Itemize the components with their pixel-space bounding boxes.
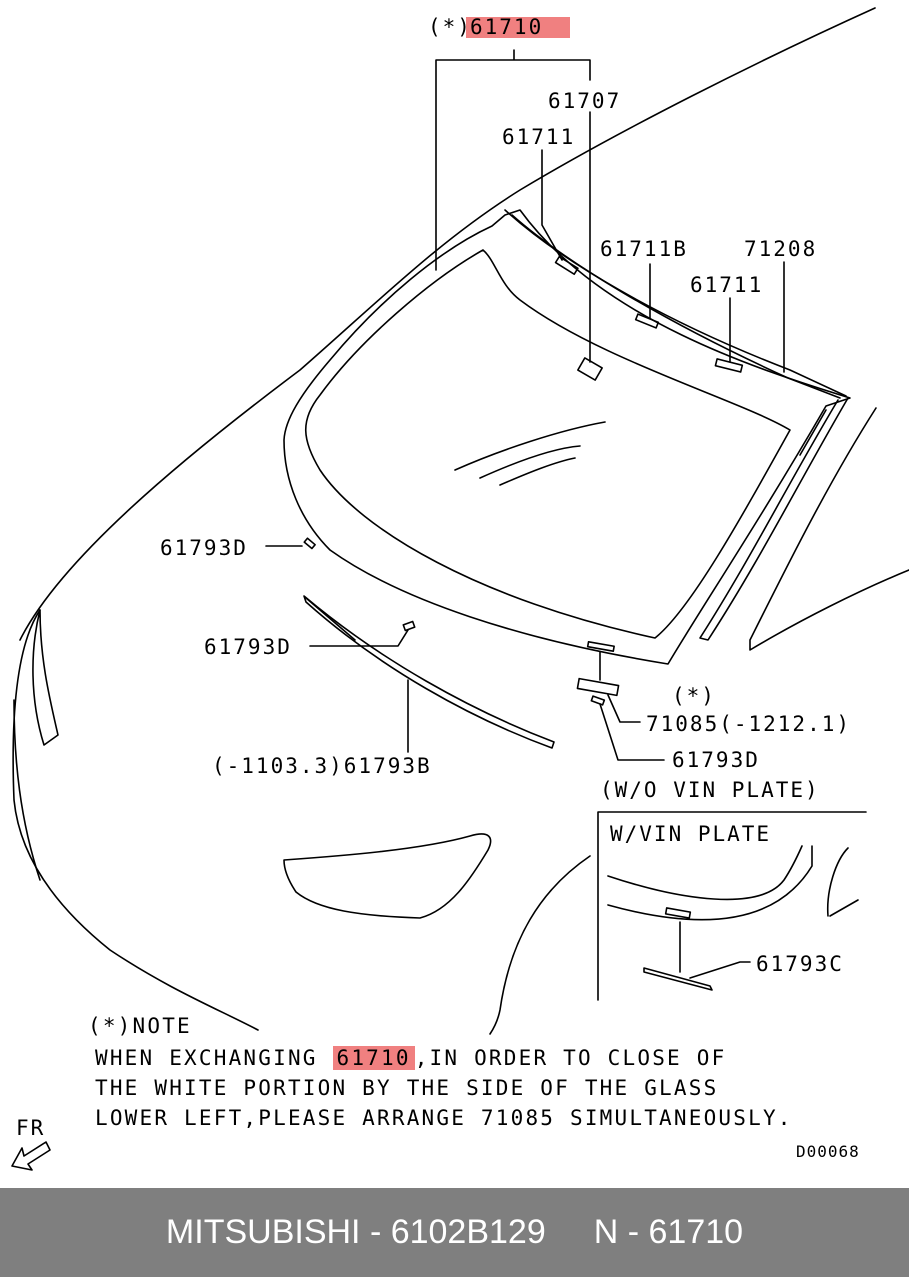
footer-ref: N - 61710 [593,1213,744,1251]
part-61707-mirror-base [577,357,603,381]
part-61711-clip [554,255,579,276]
part-61793c [643,967,713,991]
label-61793d-a: 61793D [160,536,248,560]
part-61793d-c [590,695,606,706]
label-top-asterisk: (*) [428,15,472,39]
part-61793d-b [402,620,416,632]
label-61707: 61707 [548,89,622,113]
fender-line [13,699,41,881]
leader-61793d-c [599,703,665,761]
footer-part-number: MITSUBISHI - 6102B129 [165,1213,546,1251]
diagram-code: D00068 [796,1142,860,1161]
label-61793c: 61793C [756,952,844,976]
note-line-1-part: 61710 [332,1046,415,1070]
note-line-2: THE WHITE PORTION BY THE SIDE OF THE GLA… [95,1076,719,1100]
fr-arrow-icon [11,1141,51,1171]
note-line-1: WHEN EXCHANGING 61710,IN ORDER TO CLOSE … [95,1046,727,1070]
footer-bar: MITSUBISHI - 6102B129 N - 61710 [0,1188,909,1277]
front-bumper-outline [12,609,259,1031]
cowl-top-strip [303,595,555,749]
label-61711b: 61711B [600,237,688,261]
leader-61711-a [541,149,563,261]
label-61793d-b: 61793D [204,635,292,659]
part-61711-clip-b [714,358,744,373]
label-fr: FR [16,1116,46,1140]
windshield-glass [304,249,791,639]
label-asterisk-mid: (*) [672,684,716,708]
hood-outline [19,7,876,641]
leader-61710 [435,49,591,271]
vin-inset-frame [597,811,867,1001]
label-61711-b: 61711 [690,273,764,297]
note-line-1-prefix: WHEN EXCHANGING [95,1046,318,1070]
label-61793d-c: 61793D [672,748,760,772]
label-61793b-range: (-1103.3)61793B [212,754,432,778]
part-71085 [576,677,620,697]
part-lower-strip [586,640,615,653]
label-71085: 71085(-1212.1) [646,712,852,736]
label-w-vin-plate: W/VIN PLATE [610,822,772,846]
part-61793d-a [303,537,316,550]
headlight-edge [32,609,59,746]
right-moulding [699,397,849,641]
a-pillar [749,407,909,651]
part-61711b-clip [634,313,660,329]
vin-plate-clip [664,907,692,919]
label-61711-a: 61711 [502,125,576,149]
wheel-arch [489,855,591,1035]
label-top-part-61710: 61710 [466,17,570,38]
note-line-1-suffix: ,IN ORDER TO CLOSE OF [414,1046,727,1070]
note-line-3: LOWER LEFT,PLEASE ARRANGE 71085 SIMULTAN… [95,1106,793,1130]
windshield-outer [283,209,851,665]
leader-61793c [689,961,751,979]
leader-71085 [607,694,641,723]
label-71208: 71208 [744,237,818,261]
side-window [283,833,492,919]
windshield-parts-diagram [11,7,909,1171]
leader-61793d-b [309,629,409,647]
label-wo-vin-plate: (W/O VIN PLATE) [600,778,820,802]
note-title: (*)NOTE [88,1014,192,1038]
